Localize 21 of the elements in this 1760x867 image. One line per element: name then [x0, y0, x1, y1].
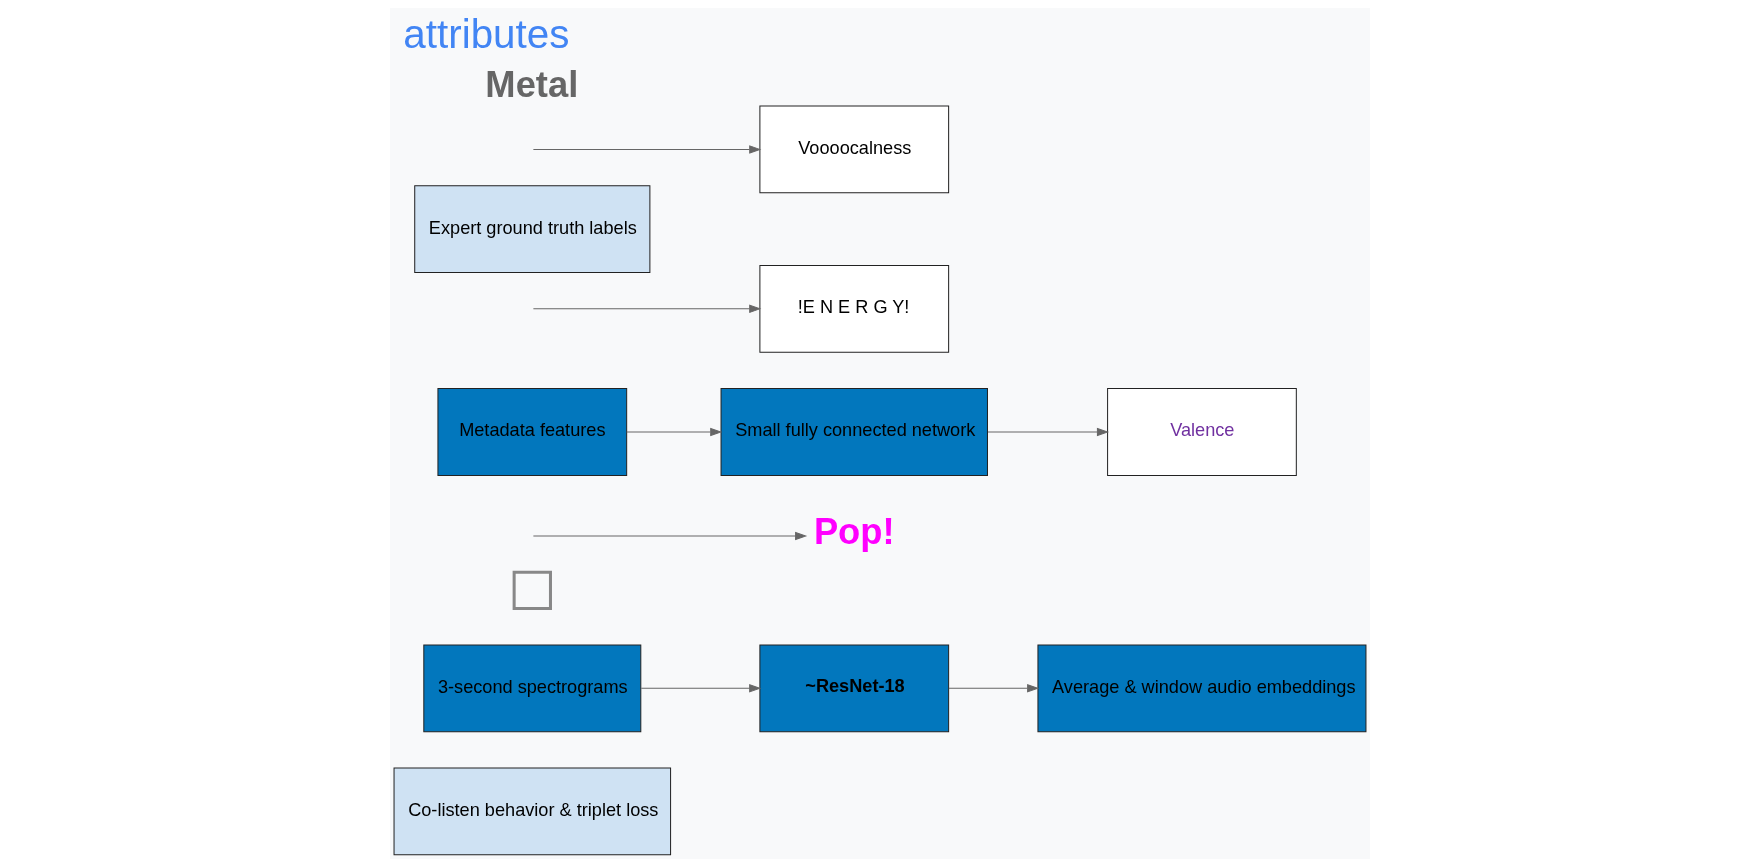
arrow	[532, 531, 808, 541]
arrow	[640, 684, 762, 693]
label: Metal	[485, 63, 579, 105]
arrow	[948, 684, 1040, 693]
arrow	[626, 427, 723, 437]
arrow	[987, 427, 1110, 437]
arrow	[532, 304, 762, 314]
node-box: Small fully connected network	[720, 388, 988, 476]
node-box: !E N E R G Y!	[759, 264, 950, 353]
node-box: Valence	[1107, 388, 1297, 476]
node-box: Average & window audio embeddings	[1037, 644, 1367, 733]
arrow	[532, 145, 762, 154]
node-box: 3-second spectrograms	[423, 644, 642, 733]
diagram-title: attributes	[403, 11, 570, 58]
node-box: ~ResNet-18	[759, 644, 950, 733]
node-text: Pop!	[813, 510, 895, 552]
node-box: Expert ground truth labels	[414, 185, 651, 274]
node-plus	[512, 570, 552, 611]
node-box: Co-listen behavior & triplet loss	[393, 767, 672, 856]
node-box: Voooocalness	[759, 105, 950, 194]
node-box: Metadata features	[437, 388, 628, 476]
